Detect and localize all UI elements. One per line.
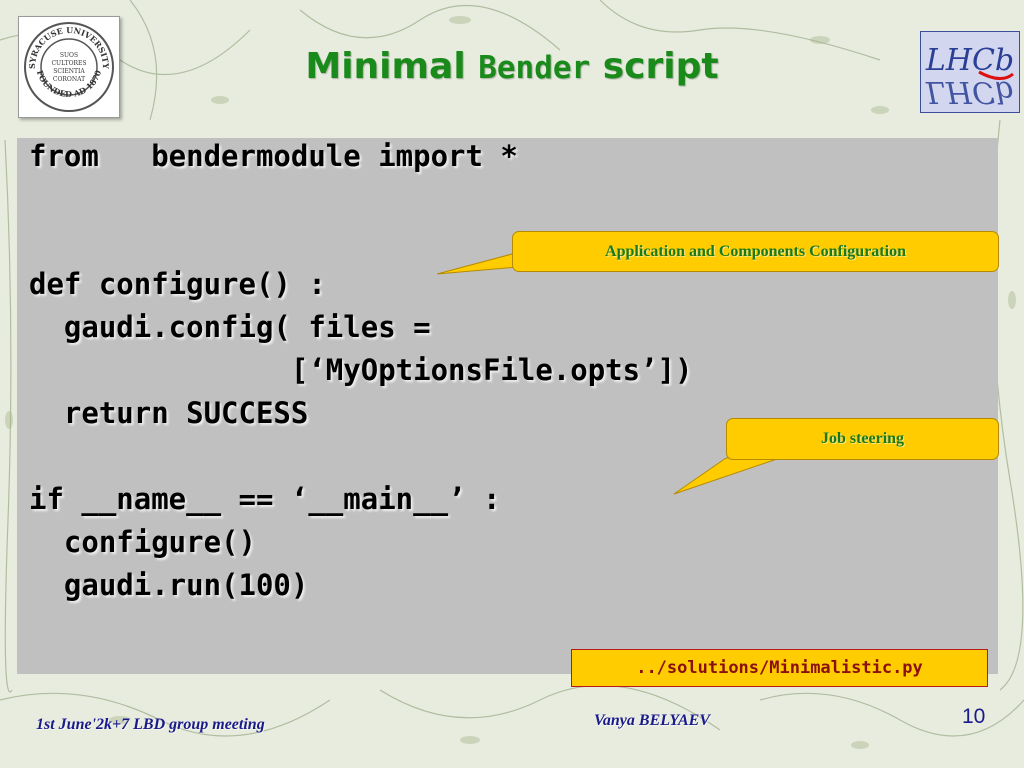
title-text-script: script bbox=[602, 46, 719, 87]
slide-number: 10 bbox=[962, 705, 986, 728]
code-line: if __name__ == ‘__main__’ : bbox=[29, 482, 501, 516]
code-line: from bendermodule import * bbox=[29, 139, 518, 173]
code-line: gaudi.run(100) bbox=[29, 568, 309, 602]
footer-author: Vanya BELYAEV bbox=[594, 712, 711, 729]
title-text-minimal: Minimal bbox=[305, 46, 466, 87]
code-line: return SUCCESS bbox=[29, 396, 309, 430]
page-title: Minimal Bender script bbox=[0, 46, 1024, 87]
title-text-bender: Bender bbox=[478, 50, 591, 86]
lhcb-logo-icon: LHCb LHCb bbox=[925, 43, 1014, 109]
code-line: [‘MyOptionsFile.opts’]) bbox=[29, 353, 693, 387]
code-panel: from bendermodule import * def configure… bbox=[17, 138, 998, 674]
seal-center-line: SUOS bbox=[60, 52, 78, 59]
lhcb-logo: LHCb LHCb bbox=[920, 31, 1020, 113]
callout-job-steering: Job steering bbox=[726, 418, 999, 460]
lhcb-logo-text: LHCb bbox=[925, 43, 1014, 78]
seal-center-line: SCIENTIA bbox=[53, 68, 85, 75]
syracuse-university-seal-logo: SYRACUSE UNIVERSITY FOUNDED AD 1870 SUOS… bbox=[18, 16, 120, 118]
solution-file-path[interactable]: ../solutions/Minimalistic.py bbox=[571, 649, 988, 687]
code-line: gaudi.config( files = bbox=[29, 310, 431, 344]
seal-center-line: CORONAT bbox=[53, 76, 85, 83]
callout-application-configuration: Application and Components Configuration bbox=[512, 231, 999, 272]
footer-meeting-info: 1st June'2k+7 LBD group meeting bbox=[36, 716, 265, 733]
code-line: def configure() : bbox=[29, 267, 326, 301]
syracuse-seal-icon: SYRACUSE UNIVERSITY FOUNDED AD 1870 SUOS… bbox=[24, 22, 114, 112]
seal-center-line: CULTORES bbox=[51, 60, 86, 67]
code-line: configure() bbox=[29, 525, 256, 559]
